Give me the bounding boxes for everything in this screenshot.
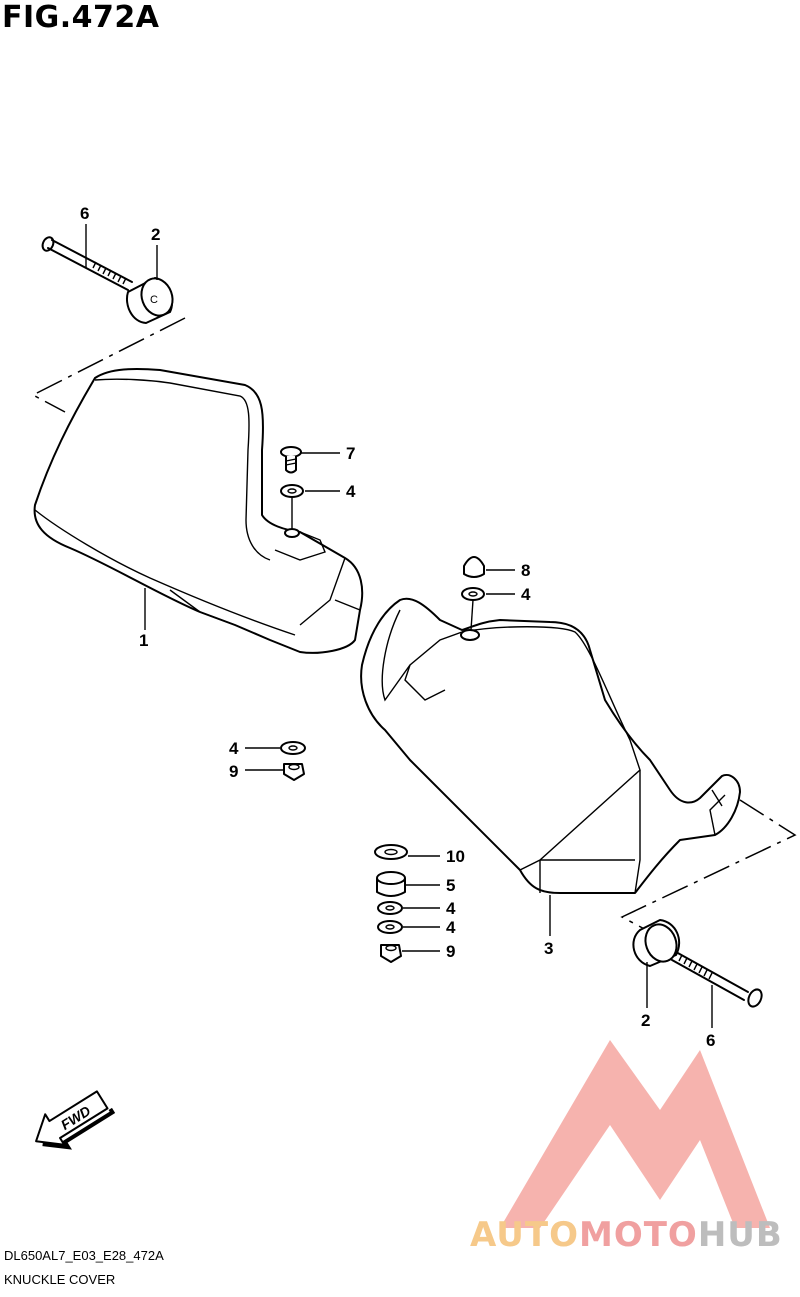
callout-2-bottom: 2 — [641, 1011, 650, 1030]
cap-nut-8 — [463, 556, 485, 578]
callout-6-bottom: 6 — [706, 1031, 715, 1050]
spacer-mark-top: C — [150, 294, 158, 306]
centerline-right — [470, 599, 474, 631]
screw-7 — [280, 446, 302, 474]
knuckle-cover-right — [360, 597, 741, 894]
knuckle-cover-left — [33, 367, 364, 654]
figure-title: FIG.472A — [2, 0, 160, 35]
washer-4-a — [280, 484, 304, 498]
washer-4-c — [280, 741, 306, 755]
callout-8: 8 — [521, 561, 530, 580]
callout-9-b: 9 — [446, 942, 455, 961]
spacer-bottom — [632, 919, 681, 967]
watermark-hub: HUB — [698, 1215, 783, 1255]
collar-5 — [376, 871, 406, 897]
nut-9-a — [283, 763, 305, 781]
leader-lines — [85, 224, 713, 1028]
washer-4-d — [377, 901, 403, 915]
bolt-bottom — [671, 951, 763, 1008]
watermark-logo: AUTOMOTOHUB — [470, 1040, 783, 1255]
diagram-name: KNUCKLE COVER — [4, 1272, 116, 1287]
reference-line-left — [31, 317, 186, 413]
diagram-code: DL650AL7_E03_E28_472A — [4, 1248, 164, 1263]
watermark-auto: AUTO — [470, 1215, 579, 1255]
callout-4-d: 4 — [446, 899, 456, 918]
bolt-top — [41, 236, 133, 291]
callout-10: 10 — [446, 847, 465, 866]
callout-9-a: 9 — [229, 762, 238, 781]
callout-7: 7 — [346, 444, 355, 463]
callout-4-e: 4 — [446, 918, 456, 937]
fwd-arrow: FWD — [35, 1090, 116, 1150]
callout-2-top: 2 — [151, 225, 160, 244]
callout-4-b: 4 — [521, 585, 531, 604]
callout-4-a: 4 — [346, 482, 356, 501]
nut-9-b — [380, 944, 402, 963]
callout-3: 3 — [544, 939, 553, 958]
washer-4-e — [377, 920, 403, 934]
callout-1: 1 — [139, 631, 148, 650]
callout-6-top: 6 — [80, 204, 89, 223]
watermark-moto: MOTO — [579, 1215, 698, 1255]
callout-5: 5 — [446, 876, 455, 895]
callout-4-c: 4 — [229, 739, 239, 758]
callout-labels: 6 2 7 4 1 8 4 4 9 10 5 4 4 9 3 2 6 — [80, 204, 715, 1050]
washer-10 — [374, 844, 408, 860]
spacer-top: C — [126, 277, 174, 324]
washer-4-b — [461, 587, 485, 601]
reference-line-right — [620, 799, 797, 933]
watermark-text: AUTOMOTOHUB — [470, 1215, 783, 1255]
